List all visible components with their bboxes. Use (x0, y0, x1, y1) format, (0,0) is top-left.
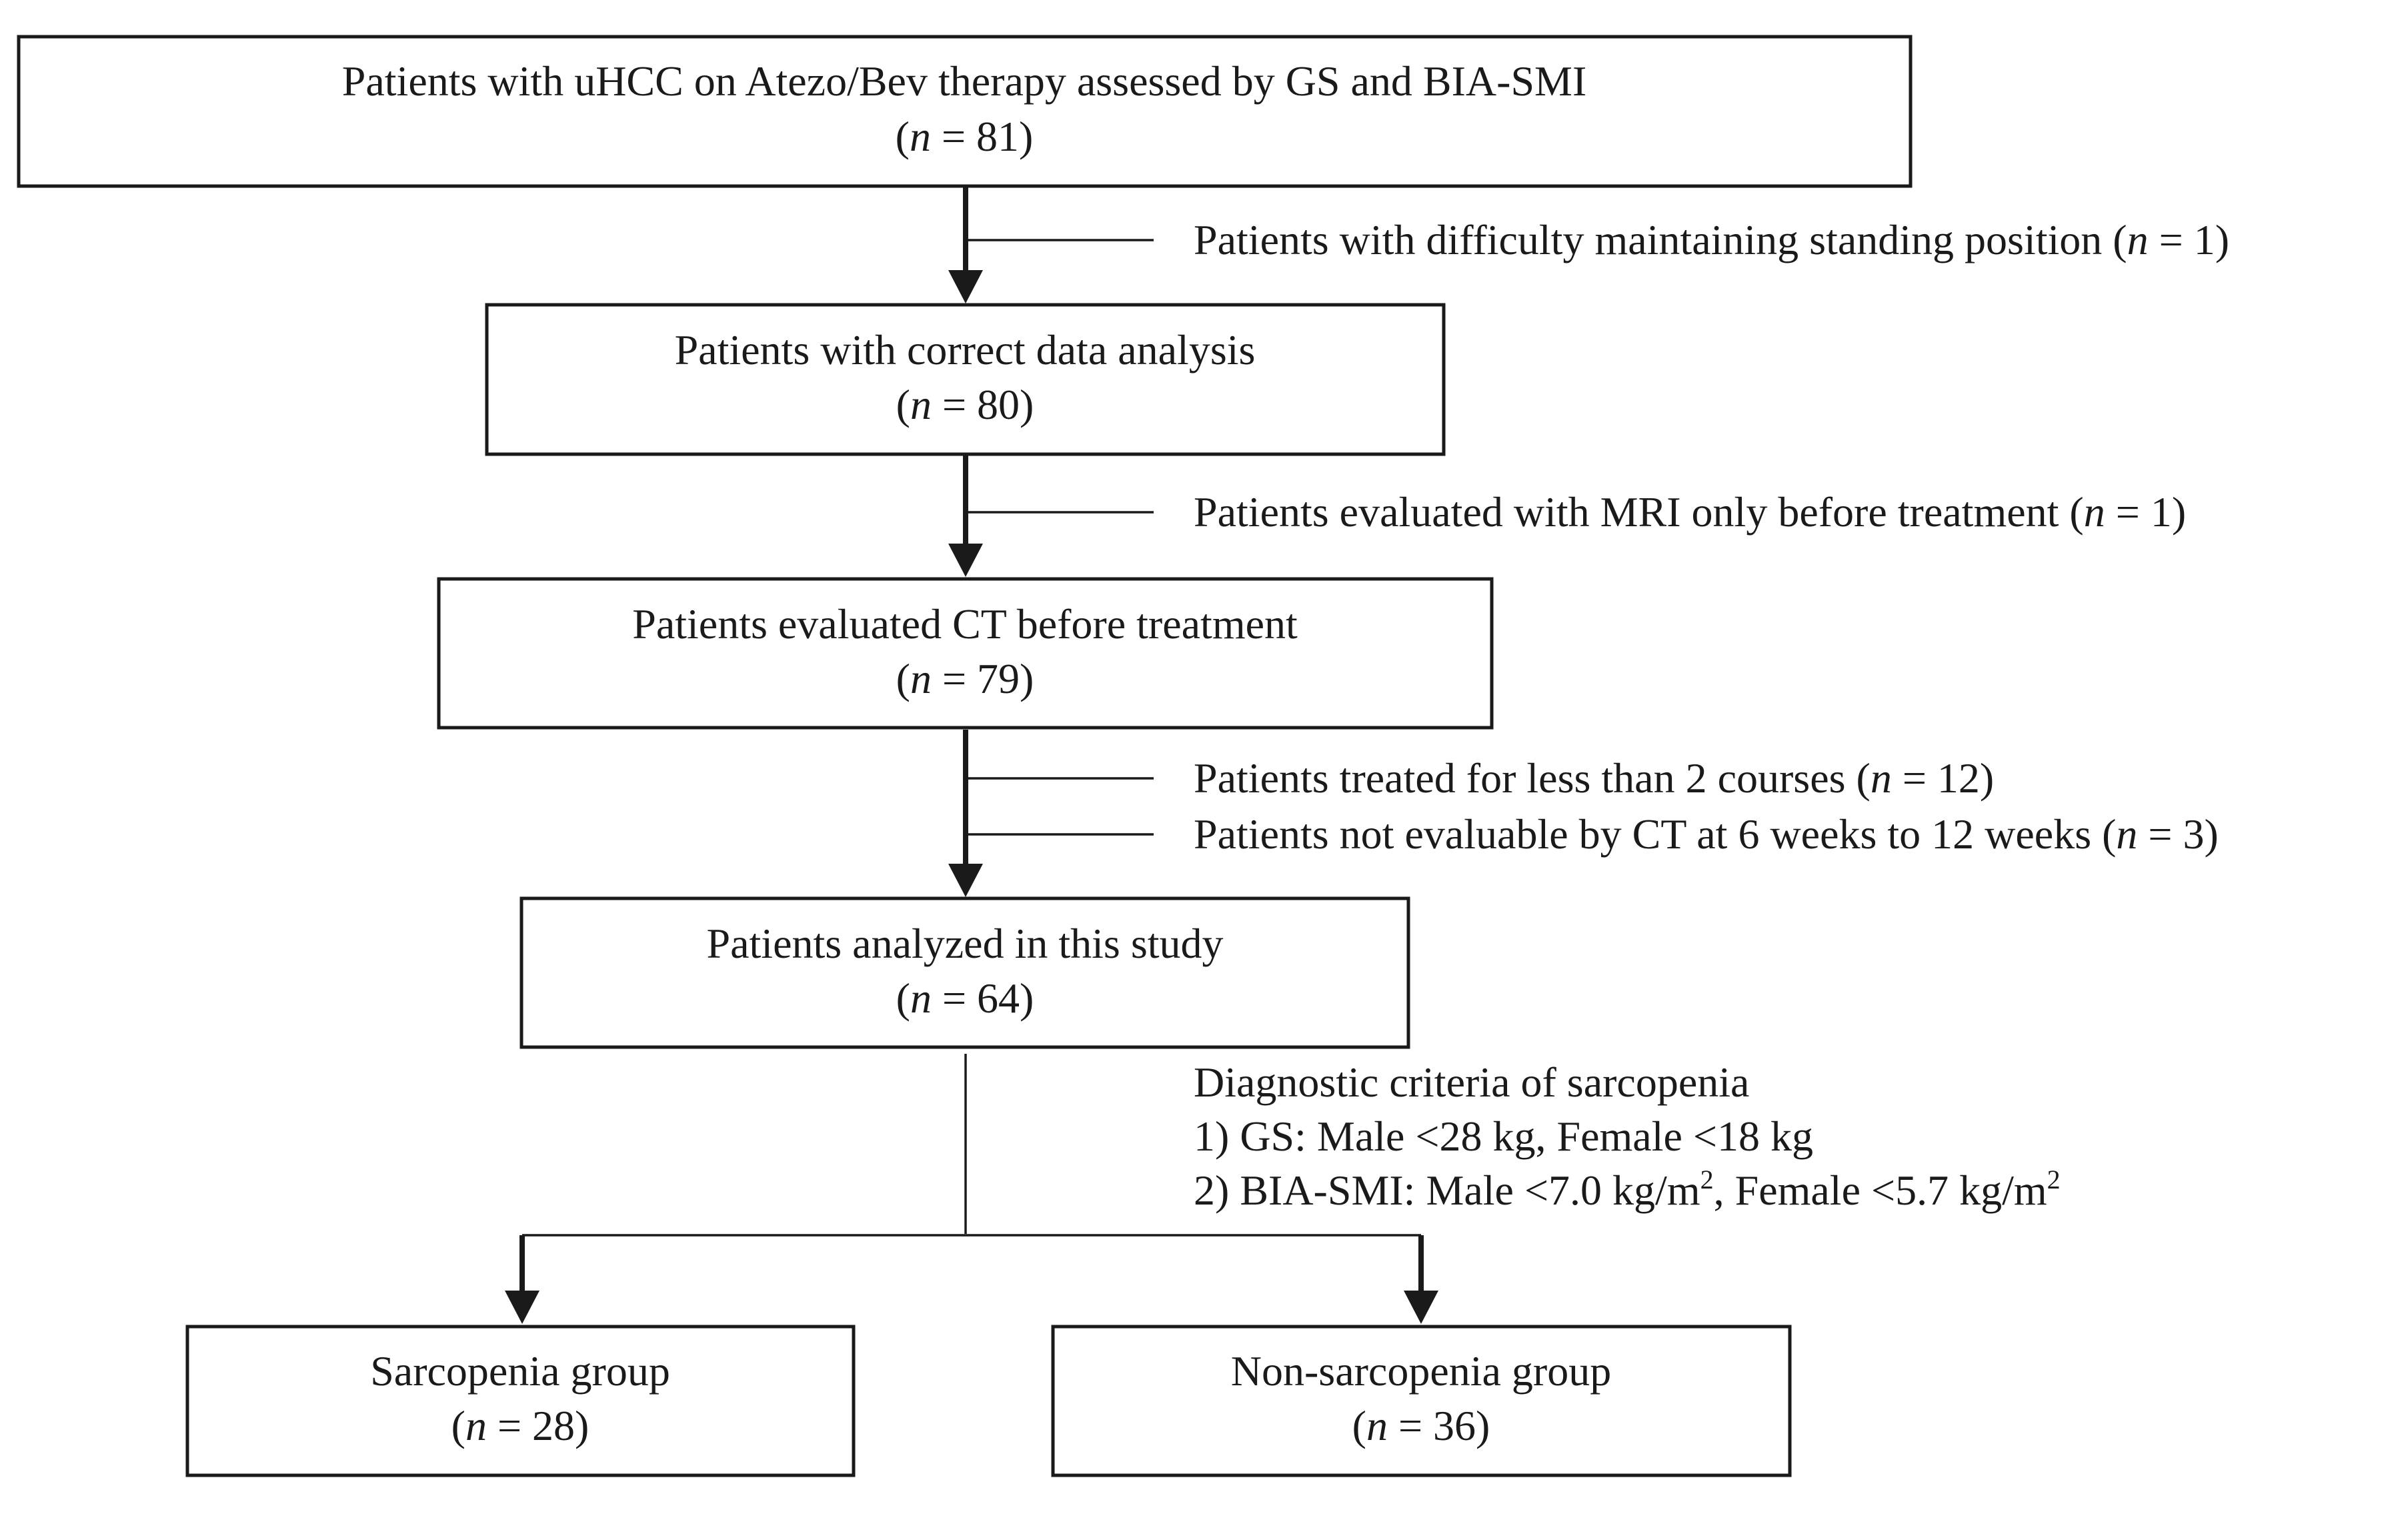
box-analyzed-title: Patients analyzed in this study (707, 920, 1224, 967)
box-sarcopenia: Sarcopenia group (n = 28) (185, 1325, 856, 1477)
box-enrolled-title: Patients with uHCC on Atezo/Bev therapy … (342, 57, 1587, 105)
arrowhead-to-sarcopenia (505, 1291, 539, 1324)
box-analyzed: Patients analyzed in this study (n = 64) (519, 896, 1410, 1049)
criteria-bia-smi: 2) BIA-SMI: Male <7.0 kg/m2, Female <5.7… (1194, 1165, 2061, 1214)
connectors (505, 187, 1438, 1324)
exclusion-label-4: Patients not evaluable by CT at 6 weeks … (1194, 810, 2219, 858)
box-analyzed-frame (519, 896, 1410, 1049)
arrowhead-to-analyzed (948, 864, 983, 897)
box-non-sarcopenia-title: Non-sarcopenia group (1231, 1347, 1611, 1395)
box-enrolled: Patients with uHCC on Atezo/Bev therapy … (17, 35, 1913, 188)
exclusion-label-2: Patients evaluated with MRI only before … (1194, 488, 2186, 536)
box-correct-data-title: Patients with correct data analysis (675, 326, 1256, 373)
box-correct-data-frame (485, 303, 1446, 456)
box-sarcopenia-frame (185, 1325, 856, 1477)
arrowhead-to-correct-data (948, 270, 983, 303)
arrowhead-to-ct-evaluated (948, 544, 983, 577)
box-ct-evaluated-title: Patients evaluated CT before treatment (632, 600, 1298, 648)
box-ct-evaluated-frame (437, 577, 1494, 730)
box-correct-data: Patients with correct data analysis (n =… (485, 303, 1446, 456)
box-ct-evaluated: Patients evaluated CT before treatment (… (437, 577, 1494, 730)
criteria-gs: 1) GS: Male <28 kg, Female <18 kg (1194, 1112, 1813, 1160)
diagnostic-criteria: Diagnostic criteria of sarcopenia 1) GS:… (1194, 1058, 2061, 1214)
box-analyzed-count: (n = 64) (896, 974, 1034, 1022)
box-ct-evaluated-count: (n = 79) (896, 655, 1034, 702)
box-non-sarcopenia-count: (n = 36) (1352, 1402, 1490, 1449)
box-sarcopenia-count: (n = 28) (451, 1402, 589, 1449)
box-enrolled-frame (17, 35, 1913, 188)
box-sarcopenia-title: Sarcopenia group (370, 1347, 670, 1395)
exclusion-label-1: Patients with difficulty maintaining sta… (1194, 216, 2229, 263)
box-enrolled-count: (n = 81) (896, 113, 1034, 160)
box-non-sarcopenia: Non-sarcopenia group (n = 36) (1051, 1325, 1792, 1477)
box-non-sarcopenia-frame (1051, 1325, 1792, 1477)
exclusion-label-3: Patients treated for less than 2 courses… (1194, 754, 1994, 802)
box-correct-data-count: (n = 80) (896, 381, 1034, 428)
exclusion-labels: Patients with difficulty maintaining sta… (1194, 216, 2229, 858)
criteria-title: Diagnostic criteria of sarcopenia (1194, 1058, 1749, 1106)
arrowhead-to-non-sarcopenia (1404, 1291, 1438, 1324)
